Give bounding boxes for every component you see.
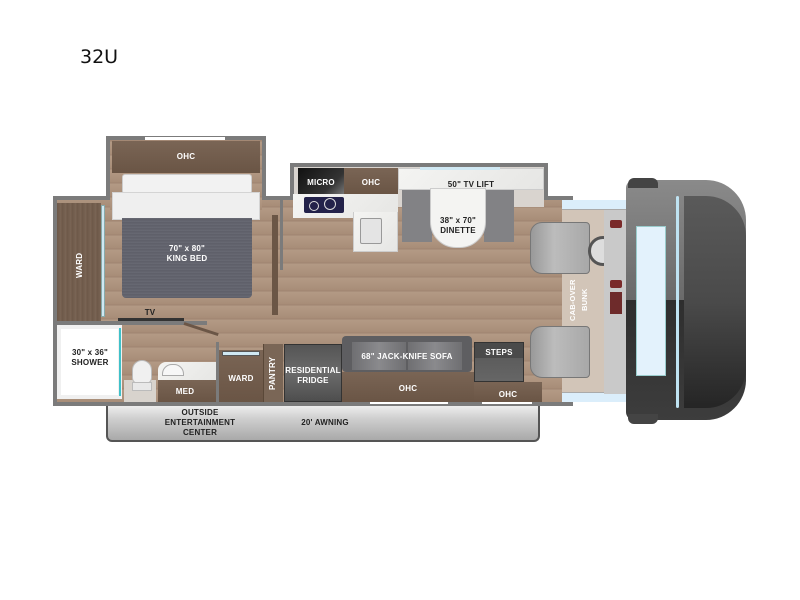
residential-fridge [284,344,342,402]
bedroom-ohc-label: OHC [176,152,196,161]
windshield [636,226,666,376]
dash-radio [610,292,622,314]
tv-lift-window [420,167,500,170]
dinette-bench-left [402,190,432,242]
kitchen-ohc-label: OHC [361,178,381,187]
rear-wardrobe-label: WARD [75,252,84,278]
kitchen-partition [280,200,283,270]
cab-over-bunk-label-2: BUNK [580,288,589,312]
bath-sink [162,364,184,376]
bedroom-ohc [112,141,260,173]
hall-wardrobe-mirror [222,351,260,356]
living-window [370,402,448,404]
rear-wardrobe-mirror [101,205,105,317]
sofa-label: 68" JACK-KNIFE SOFA [361,352,453,361]
windshield-frame [676,196,679,408]
passenger-seat [530,326,590,378]
pantry-label: PANTRY [268,356,277,390]
rear-wardrobe [57,203,101,323]
cab-over-bunk-label: CAB-OVER [568,279,577,321]
hall-wall [216,342,219,402]
bedroom-tv [118,318,184,321]
shower-label: 30" x 36" SHOWER [71,348,109,367]
toilet-tank [132,382,152,391]
cab-window-top [562,200,630,210]
sofa-cushion-right [408,342,462,370]
awning-label: 20' AWNING [301,418,349,427]
kitchen-ohc [344,168,398,194]
dash-vent-top [610,220,622,228]
dinette-bench-right [484,190,514,242]
awning [106,404,540,442]
microwave [298,168,344,194]
steps-ohc [474,382,542,402]
entry-steps [474,342,524,382]
king-bed [122,218,252,298]
hood [684,196,746,408]
outside-entertainment-center-label: OUTSIDE ENTERTAINMENT CENTER [164,408,236,437]
pantry [263,344,283,402]
bath-vanity [158,380,216,402]
bed-headboard [112,192,260,220]
burner-left [309,201,319,211]
shower-glass [119,328,121,396]
living-ohc [342,372,474,402]
king-bed-label: 70" x 80" KING BED [166,244,208,263]
bed-pillows [122,174,252,194]
bedroom-partition [57,321,207,325]
steps-ohc-label: OHC [498,390,518,399]
cab-mirror-top [628,178,658,188]
bedroom-window [145,137,225,140]
dash-vent-mid [610,280,622,288]
entry-steps-label: STEPS [485,348,513,357]
driver-seat [530,222,590,274]
door-window [482,402,532,404]
residential-fridge-label: RESIDENTIAL FRIDGE [285,366,341,385]
hall-wardrobe [219,350,263,402]
bedroom-closet-door [272,215,278,315]
hall-wardrobe-label: WARD [228,374,254,383]
toilet [132,360,152,384]
model-title: 32U [80,46,119,68]
burner-right [324,198,336,210]
cab-window-bottom [562,392,630,402]
med-cabinet-label: MED [175,387,195,396]
dinette-label: 38" x 70" DINETTE [439,216,477,235]
dinette-table [430,188,486,248]
living-ohc-label: OHC [398,384,418,393]
tv-lift-label: 50" TV LIFT [447,180,495,189]
sofa-cushion-left [352,342,406,370]
cab-mirror-bottom [628,414,658,424]
bedroom-tv-label: TV [144,308,156,317]
microwave-label: MICRO [307,178,335,187]
kitchen-sink [360,218,382,244]
